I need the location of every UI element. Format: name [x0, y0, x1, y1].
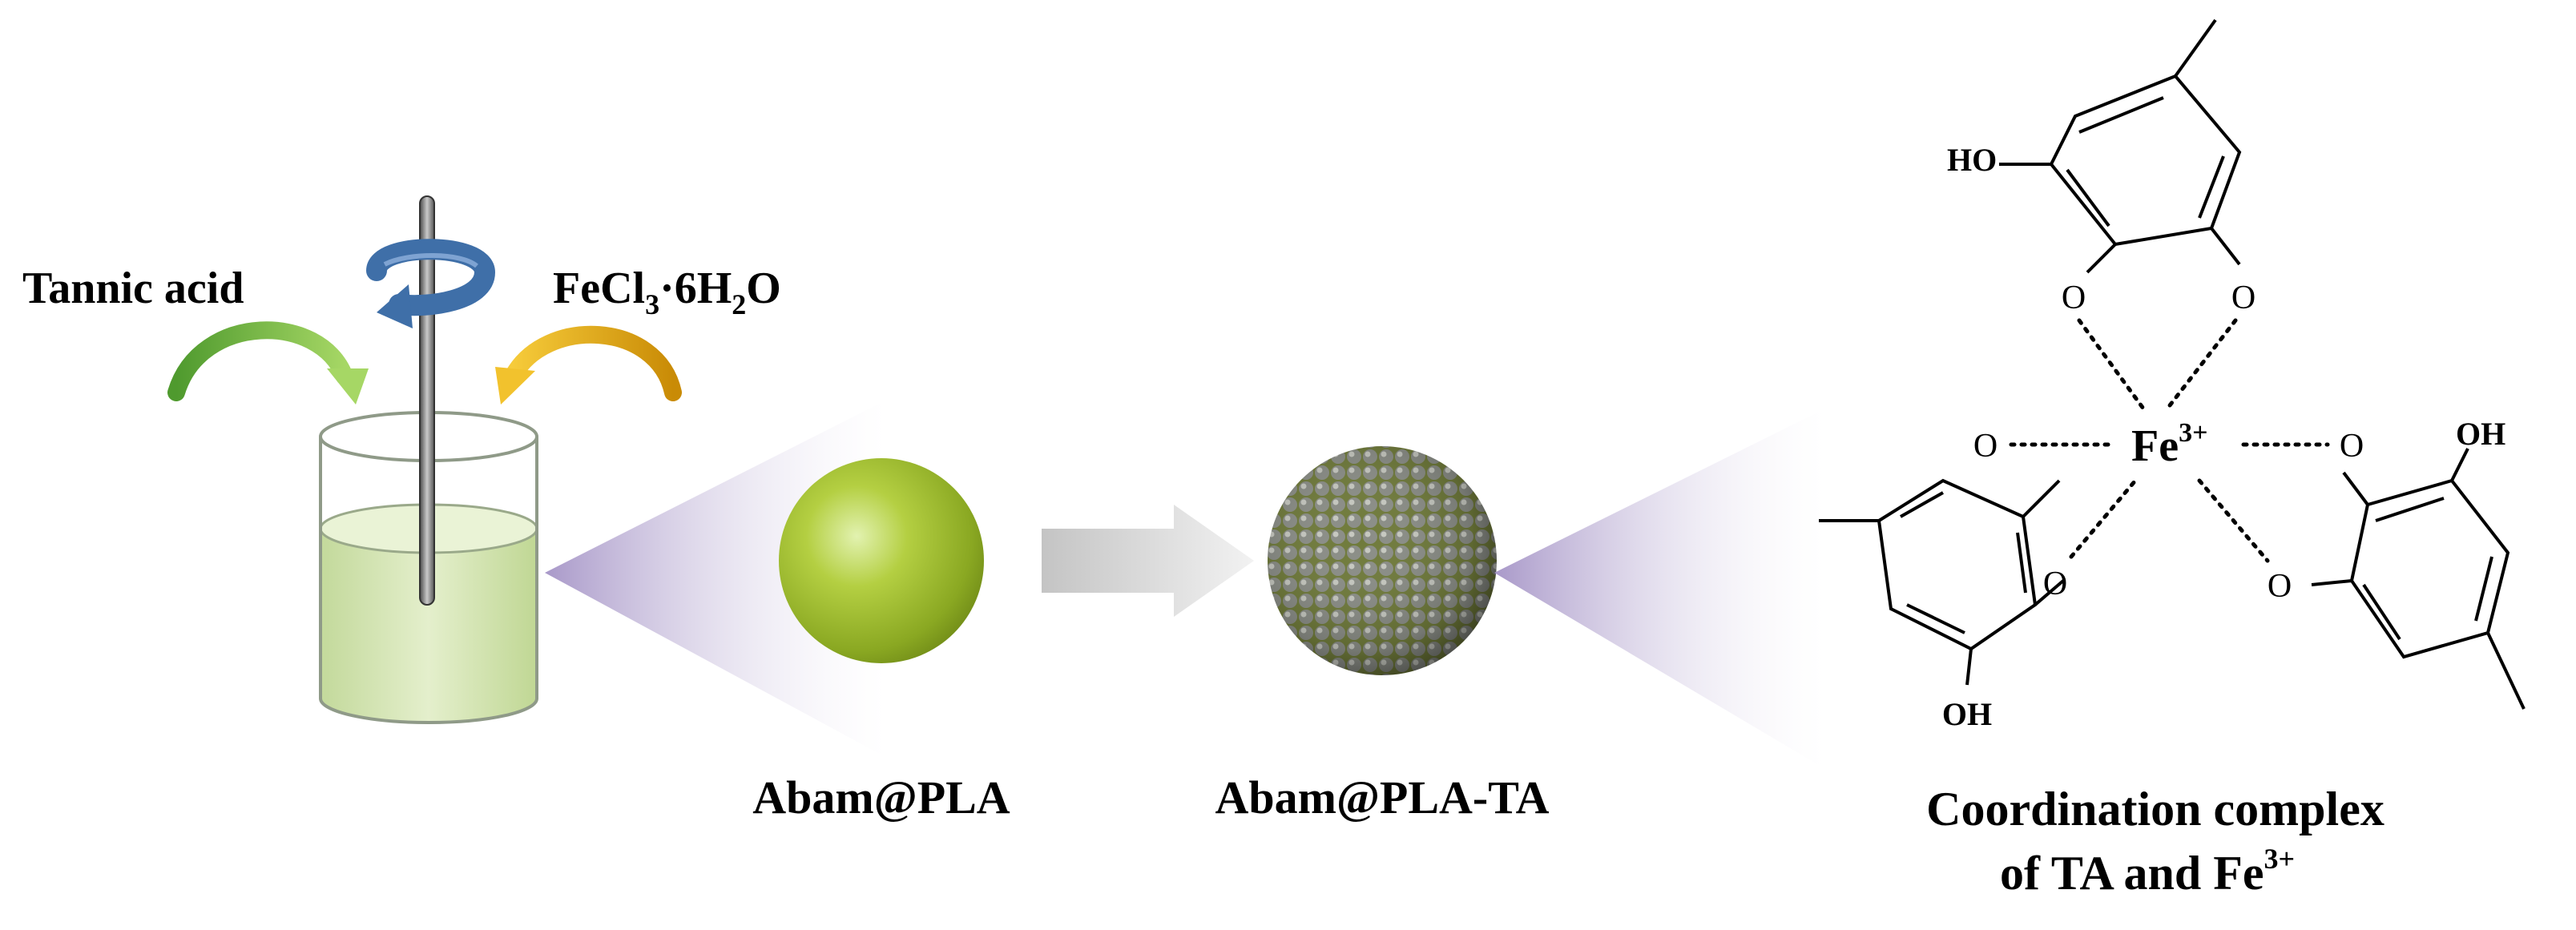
coordination-structure — [1819, 18, 2526, 710]
zoom-cone-left — [545, 401, 885, 757]
abam-pla-ta-particle — [1268, 446, 1497, 675]
beaker — [319, 411, 538, 724]
transformation-arrow-icon — [1042, 505, 1254, 617]
ferric-chloride-arrow-icon — [495, 325, 682, 405]
abam-pla-ta-label: Abam@PLA-TA — [1215, 771, 1550, 823]
beaker-liquid — [320, 529, 537, 723]
oxygen-label: O — [1973, 428, 1998, 465]
tannic-acid-arrow-icon — [167, 321, 369, 405]
coordination-bonds — [2009, 318, 2330, 563]
hydroxyl-left-label: HO — [1947, 142, 1997, 178]
abam-pla-label: Abam@PLA — [752, 771, 1010, 823]
beaker-wall — [319, 437, 538, 724]
hydroxyl-bottom-label: OH — [1942, 696, 1992, 732]
oxygen-label: O — [2231, 280, 2256, 316]
oxygen-label: O — [2268, 568, 2292, 605]
abam-pla-particle — [779, 458, 984, 663]
iron-center-label: Fe3+ — [2131, 418, 2207, 471]
stir-rotation-icon — [366, 239, 496, 328]
tannic-acid-label: Tannic acid — [22, 264, 244, 313]
oxygen-label: O — [2062, 280, 2086, 316]
oxygen-label: O — [2043, 566, 2067, 602]
structure-atoms: HO O O O O O O OH OH Fe3+ — [1942, 142, 2505, 732]
caption-line-2: of TA and Fe3+ — [2000, 843, 2295, 900]
oxygen-label: O — [2340, 428, 2364, 465]
hydroxyl-right-label: OH — [2456, 416, 2505, 452]
zoom-cone-right — [1494, 409, 1825, 769]
ferric-chloride-label: FeCl3·6H2O — [553, 264, 781, 320]
caption-line-1: Coordination complex — [1926, 783, 2385, 835]
